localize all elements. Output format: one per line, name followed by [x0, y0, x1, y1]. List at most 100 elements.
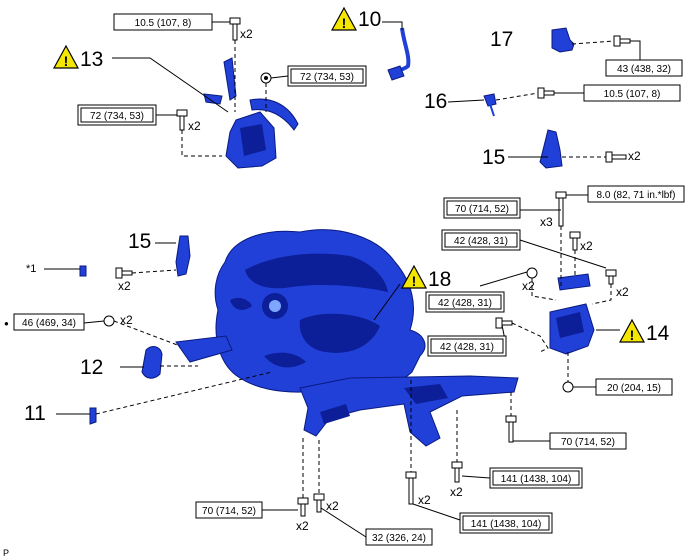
torque-box-t9: 42 (428, 31) — [425, 291, 505, 313]
torque-box-t10: 42 (428, 31) — [427, 335, 507, 357]
torque-value: 10.5 (107, 8) — [135, 18, 192, 29]
torque-value: 70 (714, 52) — [561, 437, 615, 448]
bolt-t15 — [605, 151, 627, 163]
bolt-t17 — [313, 493, 325, 513]
warning-icon-18: ! — [400, 264, 428, 289]
svg-text:!: ! — [64, 53, 69, 69]
callout-12: 12 — [80, 356, 103, 379]
torque-box-t8: 42 (428, 31) — [441, 229, 521, 251]
bolt-t13 — [505, 415, 517, 443]
bolt-t3 — [176, 109, 188, 131]
bolt-t10 — [495, 317, 513, 329]
torque-value: 8.0 (82, 71 in.*lbf) — [597, 190, 676, 201]
qty-label: x2 — [120, 313, 133, 327]
part-17-bracket — [551, 27, 575, 53]
part-star1 — [79, 265, 87, 277]
part-12-cover — [141, 346, 163, 379]
part-13-bracket — [203, 57, 299, 169]
corner-label: P — [3, 548, 9, 558]
svg-text:!: ! — [630, 327, 635, 343]
qty-label: x2 — [628, 149, 641, 163]
torque-box-t6: 70 (714, 52) — [443, 197, 521, 219]
torque-value: 43 (438, 32) — [617, 64, 671, 75]
bolt-t15b — [297, 497, 309, 517]
warning-icon-10: ! — [330, 6, 358, 31]
torque-box-t1: 10.5 (107, 8) — [113, 13, 213, 31]
torque-box-t15: 70 (714, 52) — [195, 501, 263, 519]
part-15-lower — [175, 235, 191, 277]
callout-11: 11 — [24, 402, 46, 425]
warning-icon-14: ! — [618, 318, 646, 343]
callout-13: 13 — [80, 48, 103, 71]
part-11-clip — [89, 407, 97, 425]
bolt-t14 — [451, 461, 463, 483]
torque-box-t5: 10.5 (107, 8) — [583, 84, 681, 102]
bolt-t6 — [555, 191, 567, 227]
qty-label: x2 — [118, 279, 131, 293]
torque-value: 141 (1438, 104) — [501, 474, 572, 485]
torque-value: 42 (428, 31) — [440, 342, 494, 353]
nut-t12 — [562, 381, 574, 393]
torque-box-t12: 20 (204, 15) — [595, 378, 673, 396]
qty-label: x3 — [540, 215, 553, 229]
bolt-t5 — [537, 87, 555, 99]
torque-value: 20 (204, 15) — [607, 383, 661, 394]
torque-value: 42 (428, 31) — [438, 298, 492, 309]
torque-value: 46 (469, 34) — [22, 318, 76, 329]
callout-10: 10 — [358, 8, 381, 31]
torque-value: 10.5 (107, 8) — [604, 89, 661, 100]
bolt-t1 — [229, 17, 241, 41]
qty-label: x2 — [616, 285, 629, 299]
part-10-harness — [387, 27, 411, 81]
bullet-marker: ● — [4, 319, 9, 328]
torque-box-t17: 32 (326, 24) — [365, 528, 433, 546]
bolt-t4 — [613, 35, 631, 47]
callout-18: 18 — [428, 268, 451, 291]
star1-label: *1 — [26, 263, 36, 275]
qty-label: x2 — [326, 499, 339, 513]
torque-box-t3: 72 (734, 53) — [77, 104, 157, 126]
torque-value: 72 (734, 53) — [300, 72, 354, 83]
qty-label: x2 — [450, 485, 463, 499]
bolt-t7 — [569, 231, 581, 251]
torque-value: 70 (714, 52) — [455, 204, 509, 215]
bolt-t16 — [405, 471, 417, 505]
callout-14: 14 — [646, 322, 670, 345]
nut-t11 — [103, 315, 115, 327]
qty-label: x2 — [580, 239, 593, 253]
bolt-t8 — [605, 269, 617, 285]
assembly-lines — [95, 40, 615, 498]
qty-label: x2 — [522, 279, 535, 293]
torque-box-t11: 46 (469, 34) — [13, 313, 85, 331]
svg-text:!: ! — [412, 273, 417, 289]
qty-label: x2 — [418, 493, 431, 507]
torque-value: 42 (428, 31) — [454, 236, 508, 247]
torque-box-t13: 70 (714, 52) — [549, 432, 627, 450]
callout-15-lower: 15 — [128, 230, 151, 253]
torque-box-t7: 8.0 (82, 71 in.*lbf) — [587, 185, 685, 203]
bolt-left-x2 — [115, 267, 133, 279]
part-15-upper — [539, 129, 563, 169]
torque-box-t14: 141 (1438, 104) — [489, 467, 583, 489]
leader-lines — [44, 21, 641, 538]
part-16-bracket — [483, 93, 497, 117]
callout-16: 16 — [424, 90, 447, 113]
engine-assembly — [175, 229, 519, 447]
torque-value: 32 (326, 24) — [372, 533, 426, 544]
torque-value: 70 (714, 52) — [202, 506, 256, 517]
callout-15-upper: 15 — [482, 146, 505, 169]
torque-box-t2: 72 (734, 53) — [287, 65, 367, 87]
warning-icon-13: ! — [52, 44, 80, 69]
torque-box-t16: 141 (1438, 104) — [459, 512, 553, 534]
qty-label: x2 — [296, 519, 309, 533]
torque-box-t4: 43 (438, 32) — [605, 59, 683, 77]
qty-label: x2 — [188, 119, 201, 133]
svg-text:!: ! — [342, 15, 347, 31]
qty-label: x2 — [240, 27, 253, 41]
nut-t9 — [526, 267, 538, 279]
nut-t2 — [260, 72, 272, 84]
torque-value: 72 (734, 53) — [90, 111, 144, 122]
callout-17: 17 — [490, 28, 513, 51]
part-14-bracket — [549, 273, 595, 355]
